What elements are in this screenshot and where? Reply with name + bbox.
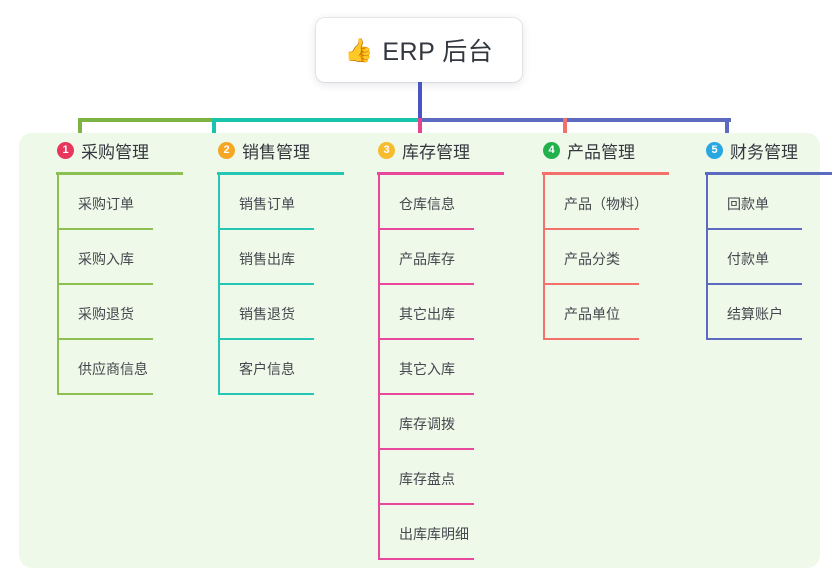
list-item-label: 销售出库 (239, 251, 295, 267)
list-item-label: 库存调拨 (399, 416, 455, 432)
root-node-card: 👍 ERP 后台 (316, 18, 522, 82)
drop-column-2 (212, 118, 216, 144)
column-badge-4: 4 (543, 141, 560, 159)
column-title: 采购管理 (81, 142, 149, 162)
column-badge-1: 1 (57, 141, 74, 159)
list-item[interactable]: 结算账户 (706, 285, 802, 340)
list-item-label: 采购退货 (78, 306, 134, 322)
drop-column-4 (563, 118, 567, 144)
list-item[interactable]: 产品单位 (543, 285, 639, 340)
column-header-5[interactable]: 5 财务管理 (687, 133, 839, 167)
column-items: 采购订单采购入库采购退货供应商信息 (57, 175, 153, 395)
column-title: 销售管理 (242, 142, 310, 162)
column-underline (217, 172, 344, 175)
thumbs-up-icon: 👍 (344, 36, 374, 63)
list-item-label: 采购订单 (78, 196, 134, 212)
column-items: 销售订单销售出库销售退货客户信息 (218, 175, 314, 395)
bus-segment-green (78, 118, 216, 122)
list-item-label: 客户信息 (239, 361, 295, 377)
list-item-label: 销售退货 (239, 306, 295, 322)
root-node-title: ERP 后台 (382, 38, 494, 66)
column-2: 2 销售管理销售订单销售出库销售退货客户信息 (199, 133, 359, 395)
list-item[interactable]: 客户信息 (218, 340, 314, 395)
list-item-label: 销售订单 (239, 196, 295, 212)
list-item-label: 库存盘点 (399, 471, 455, 487)
column-badge-5: 5 (706, 141, 723, 159)
column-items: 回款单付款单结算账户 (706, 175, 802, 340)
column-header-4[interactable]: 4 产品管理 (524, 133, 684, 167)
column-items: 仓库信息产品库存其它出库其它入库库存调拨库存盘点出库库明细 (378, 175, 474, 560)
list-item[interactable]: 其它出库 (378, 285, 474, 340)
root-stem (418, 82, 422, 122)
column-underline (705, 172, 832, 175)
list-item[interactable]: 产品（物料） (543, 175, 648, 230)
bus-segment-teal (212, 118, 420, 122)
column-3: 3 库存管理仓库信息产品库存其它出库其它入库库存调拨库存盘点出库库明细 (359, 133, 519, 560)
list-item[interactable]: 销售订单 (218, 175, 314, 230)
list-item-label: 出库库明细 (399, 526, 469, 542)
list-item[interactable]: 仓库信息 (378, 175, 474, 230)
list-item-label: 其它出库 (399, 306, 455, 322)
drop-column-5 (725, 118, 729, 144)
column-title: 产品管理 (567, 142, 635, 162)
column-title: 财务管理 (730, 142, 798, 162)
list-item-label: 仓库信息 (399, 196, 455, 212)
list-item[interactable]: 产品分类 (543, 230, 639, 285)
list-item[interactable]: 销售出库 (218, 230, 314, 285)
list-item[interactable]: 采购退货 (57, 285, 153, 340)
list-item[interactable]: 采购订单 (57, 175, 153, 230)
list-item[interactable]: 出库库明细 (378, 505, 474, 560)
list-item[interactable]: 采购入库 (57, 230, 153, 285)
list-item-label: 付款单 (727, 251, 769, 267)
column-5: 5 财务管理回款单付款单结算账户 (687, 133, 839, 340)
list-item[interactable]: 回款单 (706, 175, 802, 230)
drop-column-3 (418, 118, 422, 144)
list-item[interactable]: 产品库存 (378, 230, 474, 285)
column-underline (56, 172, 183, 175)
column-header-1[interactable]: 1 采购管理 (38, 133, 198, 167)
list-item-label: 回款单 (727, 196, 769, 212)
drop-column-1 (78, 118, 82, 144)
bus-segment-blue (418, 118, 731, 122)
column-items: 产品（物料） 产品分类产品单位 (543, 175, 648, 340)
list-item-label: 产品分类 (564, 251, 620, 267)
column-badge-3: 3 (378, 141, 395, 159)
column-title: 库存管理 (402, 142, 470, 162)
column-underline (542, 172, 669, 175)
list-item-label: 产品单位 (564, 306, 620, 322)
column-4: 4 产品管理产品（物料） 产品分类产品单位 (524, 133, 684, 340)
column-header-3[interactable]: 3 库存管理 (359, 133, 519, 167)
list-item[interactable]: 供应商信息 (57, 340, 153, 395)
column-header-2[interactable]: 2 销售管理 (199, 133, 359, 167)
list-item-label: 产品库存 (399, 251, 455, 267)
list-item[interactable]: 库存盘点 (378, 450, 474, 505)
list-item[interactable]: 库存调拨 (378, 395, 474, 450)
list-item-label: 结算账户 (727, 306, 783, 322)
column-underline (377, 172, 504, 175)
mindmap-panel: 1 采购管理采购订单采购入库采购退货供应商信息 2 销售管理销售订单销售出库销售退货客… (19, 133, 832, 568)
list-item[interactable]: 其它入库 (378, 340, 474, 395)
list-item-label: 其它入库 (399, 361, 455, 377)
column-badge-2: 2 (218, 141, 235, 159)
list-item-label: 产品（物料） (564, 196, 648, 212)
column-1: 1 采购管理采购订单采购入库采购退货供应商信息 (38, 133, 198, 395)
list-item-label: 采购入库 (78, 251, 134, 267)
list-item[interactable]: 销售退货 (218, 285, 314, 340)
list-item[interactable]: 付款单 (706, 230, 802, 285)
list-item-label: 供应商信息 (78, 361, 148, 377)
